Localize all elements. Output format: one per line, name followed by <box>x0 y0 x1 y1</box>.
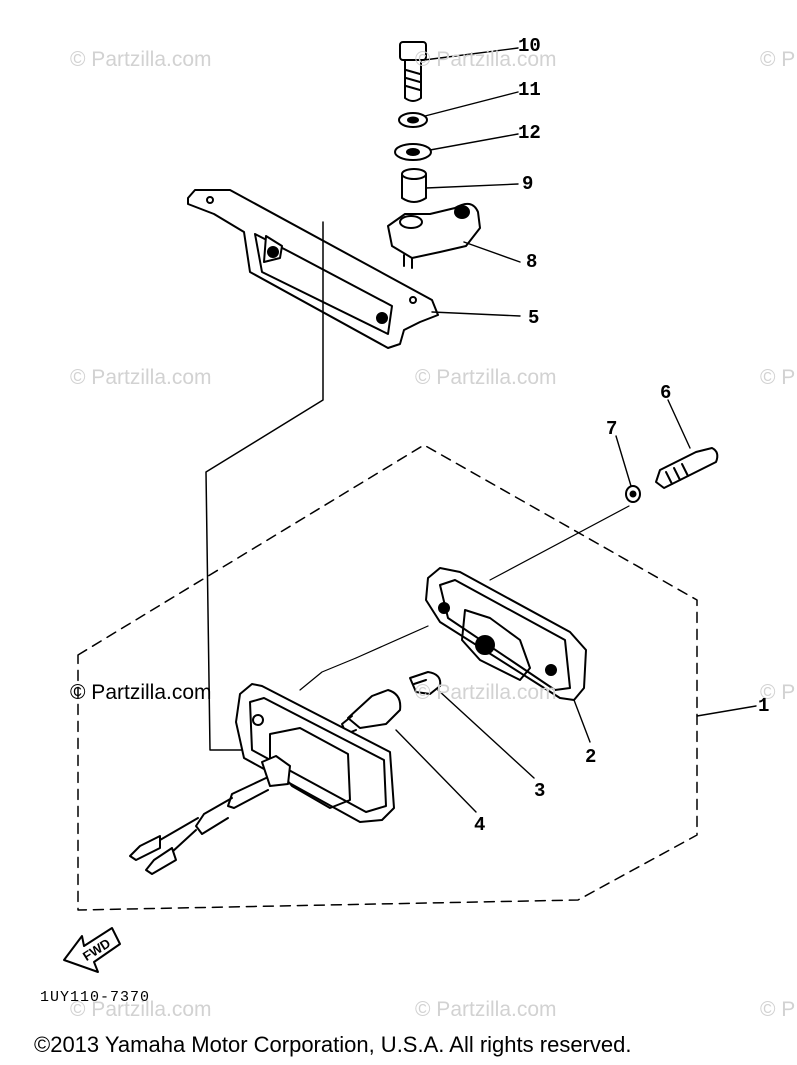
copyright-notice: ©2013 Yamaha Motor Corporation, U.S.A. A… <box>34 1032 632 1057</box>
watermark: © Partzilla.com <box>415 998 557 1021</box>
watermark: © Partzilla.com <box>70 366 212 389</box>
callout-8: 8 <box>526 251 538 273</box>
callout-5: 5 <box>528 307 540 329</box>
watermark: © P <box>760 48 796 71</box>
part-lock-washer-11 <box>398 112 428 128</box>
watermark: © Partzilla.com <box>415 366 557 389</box>
part-washer-12 <box>394 143 432 161</box>
part-bulb-3 <box>409 671 442 695</box>
part-bolt-6 <box>655 447 719 489</box>
callout-2: 2 <box>585 746 597 768</box>
part-socket-4 <box>341 689 402 735</box>
callout-1: 1 <box>758 695 770 717</box>
part-washer-7 <box>625 485 641 503</box>
callout-leaders <box>395 47 757 813</box>
callout-11: 11 <box>518 79 541 101</box>
watermark: © P <box>760 681 796 704</box>
callout-7: 7 <box>606 418 618 440</box>
callout-9: 9 <box>522 173 534 195</box>
part-lens-2 <box>425 567 587 701</box>
leader-center-line <box>205 221 324 751</box>
fwd-arrow <box>63 927 121 973</box>
watermark: © Partzilla.com <box>70 48 212 71</box>
drawing-code: 1UY110-7370 <box>40 989 151 1006</box>
callout-3: 3 <box>534 780 546 802</box>
part-collar-9 <box>401 168 427 203</box>
watermark: © P <box>760 366 796 389</box>
part-wire-harness <box>129 777 269 875</box>
part-lamp-base <box>235 683 395 823</box>
callout-10: 10 <box>518 35 541 57</box>
watermark: © Partzilla.com <box>415 681 557 704</box>
watermark: © P <box>760 998 796 1021</box>
callout-4: 4 <box>474 814 486 836</box>
callout-6: 6 <box>660 382 672 404</box>
watermark: © Partzilla.com <box>70 998 212 1021</box>
part-bracket-8 <box>387 202 481 269</box>
watermark: © Partzilla.com <box>415 48 557 71</box>
part-plate-5 <box>187 189 439 349</box>
assembly-guide-lines <box>299 505 630 691</box>
part-bolt-10 <box>399 41 427 102</box>
callout-12: 12 <box>518 122 541 144</box>
assembly-boundary <box>77 444 698 911</box>
watermark: © Partzilla.com <box>70 681 212 704</box>
